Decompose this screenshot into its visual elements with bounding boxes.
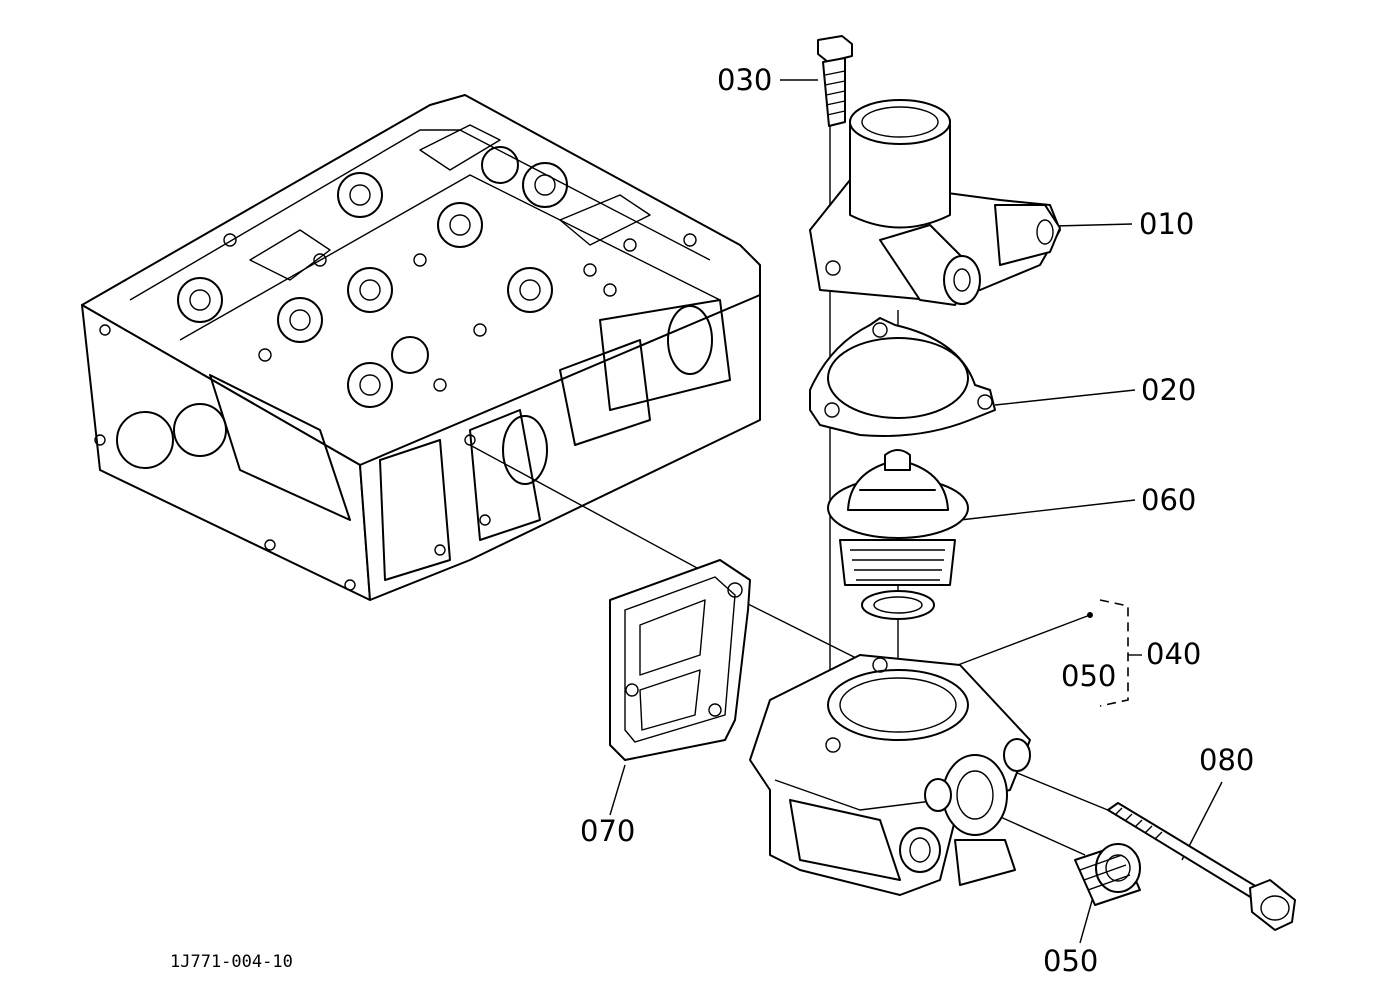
callout-010: 010 bbox=[1139, 207, 1195, 241]
thermostat-cover-010-drawing bbox=[809, 99, 1061, 306]
figure-code: 1J771-004-10 bbox=[170, 952, 293, 972]
plug-050-drawing bbox=[1074, 843, 1141, 906]
gasket-070-drawing bbox=[609, 559, 751, 761]
callout-060: 060 bbox=[1141, 483, 1197, 517]
callout-070: 070 bbox=[580, 814, 636, 848]
callout-050: 050 bbox=[1043, 944, 1099, 978]
callout-040: 040 bbox=[1146, 637, 1202, 671]
cylinder-head-drawing bbox=[81, 94, 761, 601]
thermostat-housing-drawing bbox=[749, 654, 1031, 896]
gasket-020-drawing bbox=[809, 317, 996, 437]
callout-020: 020 bbox=[1141, 373, 1197, 407]
callout-080: 080 bbox=[1199, 743, 1255, 777]
callout-050-in-bracket: 050 bbox=[1061, 659, 1117, 693]
bolt-080-drawing bbox=[1107, 802, 1296, 931]
thermostat-060-drawing bbox=[827, 449, 969, 620]
bolt-030-drawing bbox=[817, 35, 853, 127]
callout-030: 030 bbox=[717, 63, 773, 97]
